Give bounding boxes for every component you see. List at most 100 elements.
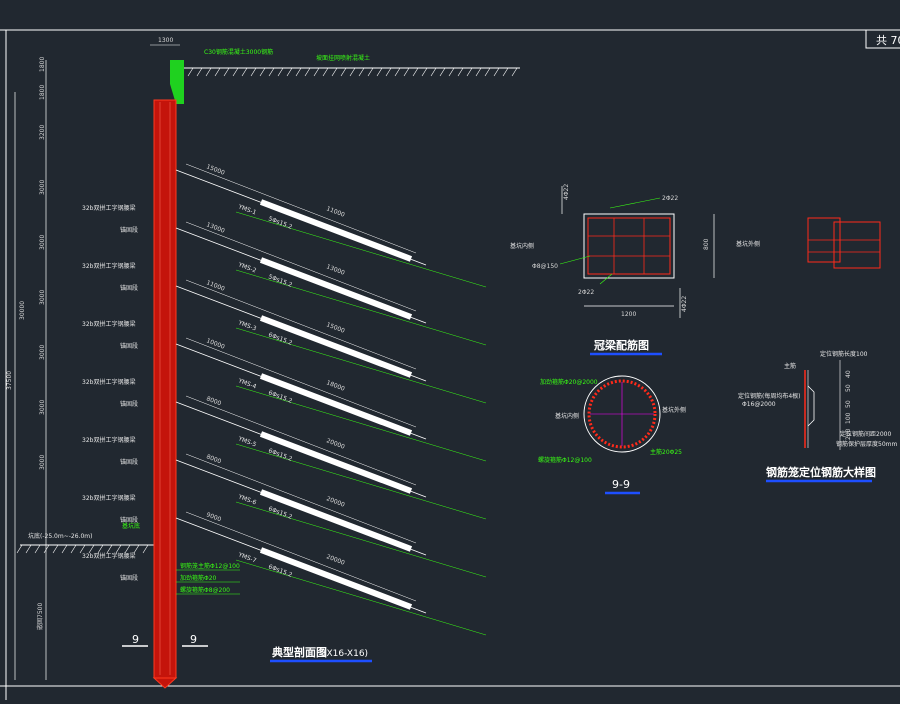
anchor-free-length: 9000 xyxy=(205,511,222,523)
pit-hatch-mark xyxy=(88,544,95,554)
pit-hatch-mark xyxy=(16,544,23,554)
anchor-dim-line xyxy=(185,163,417,254)
anchor-spec: 6Φs15.2 xyxy=(267,447,293,463)
anchor-sheath-label: 锚固段 xyxy=(120,574,138,582)
pit-hatch-mark xyxy=(124,544,131,554)
pit-hatch-mark xyxy=(52,544,59,554)
ground-note: 坡面挂网喷射混凝土 xyxy=(316,54,370,62)
ground-hatch-mark xyxy=(475,67,482,77)
anchor-length: 11000 xyxy=(325,205,345,218)
ground-hatch-mark xyxy=(457,67,464,77)
cap-note: C30钢筋混凝土3000钢筋 xyxy=(204,48,273,56)
beam-stirrup: Φ8@150 xyxy=(532,263,558,270)
pit-hatch-mark xyxy=(79,544,86,554)
anchor-dim-line xyxy=(185,337,417,428)
anchor-dim-line xyxy=(185,511,417,602)
pit-hatch-mark xyxy=(61,544,68,554)
ground-hatch-mark xyxy=(268,67,275,77)
pit-hatch-mark xyxy=(34,544,41,554)
anchor-free-length: 8000 xyxy=(205,453,222,465)
anchor-tag: YMS-5 xyxy=(236,435,257,449)
anchor-dim-line xyxy=(185,221,417,312)
anchor-waler-label: 32b双拼工字钢腰梁 xyxy=(82,378,135,386)
detail-note-right: 主筋 xyxy=(784,362,796,370)
ground-hatch-mark xyxy=(466,67,473,77)
anchor-grout-body xyxy=(259,373,413,436)
anchor-length: 15000 xyxy=(325,321,345,334)
anchor-spec: 6Φs15.2 xyxy=(267,505,293,521)
anchor-tag: YMS-3 xyxy=(236,319,257,333)
anchor-sheath-label: 锚固段 xyxy=(120,284,138,292)
ground-hatch-mark xyxy=(259,67,266,77)
left-dim-label: 3000 xyxy=(39,290,46,305)
ground-hatch-mark xyxy=(430,67,437,77)
anchor-dim-line xyxy=(185,453,417,544)
ground-hatch-mark xyxy=(394,67,401,77)
beam-bottom-bar: 2Φ22 xyxy=(578,289,594,296)
detail-dim: 50 xyxy=(845,384,852,392)
anchor-free-length: 8000 xyxy=(205,395,222,407)
beam-side-bar-2: 4Φ22 xyxy=(681,296,688,312)
cap-beam-detail xyxy=(559,186,715,318)
anchor-length: 13000 xyxy=(325,263,345,276)
left-dim-label: 3000 xyxy=(39,400,46,415)
pit-hatch-mark xyxy=(115,544,122,554)
bored-pile xyxy=(152,99,178,689)
ground-hatch-mark xyxy=(439,67,446,77)
ground-hatch-mark xyxy=(232,67,239,77)
anchor-sheath-label: 锚固段 xyxy=(120,516,138,524)
anchor-dim-line xyxy=(185,279,417,370)
detail-note-left: Φ16@2000 xyxy=(742,401,776,408)
pile-note-left: 基坑内侧 xyxy=(555,412,579,420)
ground-surface xyxy=(178,67,520,77)
anchor-sheath-label: 锚固段 xyxy=(120,400,138,408)
bottom-note: 加劲箍筋Φ20 xyxy=(180,574,217,582)
sheet-count-box xyxy=(865,29,900,49)
beam-side-detail xyxy=(807,217,881,269)
pit-hatch-mark xyxy=(43,544,50,554)
ground-hatch-mark xyxy=(484,67,491,77)
ground-hatch-mark xyxy=(349,67,356,77)
ground-hatch-mark xyxy=(403,67,410,77)
anchor-length: 20000 xyxy=(325,553,345,566)
beam-width-dim: 1200 xyxy=(621,311,636,318)
total-height-dim: 37500 xyxy=(6,371,13,390)
left-dim-label: 3000 xyxy=(39,455,46,470)
detail-dim: 200 xyxy=(845,428,852,440)
embed-height-dim: 嵌固7500 xyxy=(37,603,44,630)
section-title: 典型剖面图 xyxy=(272,645,327,659)
anchor-length: 20000 xyxy=(325,495,345,508)
pit-hatch-mark xyxy=(70,544,77,554)
ground-hatch-mark xyxy=(376,67,383,77)
ground-hatch-mark xyxy=(511,67,518,77)
ground-hatch-mark xyxy=(313,67,320,77)
pit-hatch-mark xyxy=(133,544,140,554)
anchor-sheath-label: 锚固段 xyxy=(120,226,138,234)
left-dim-label: 1800 xyxy=(39,85,46,100)
anchor-sheath-label: 锚固段 xyxy=(120,342,138,350)
anchor-free-length: 15000 xyxy=(205,163,225,176)
ground-hatch-mark xyxy=(358,67,365,77)
pit-toe-label: 坑底(-25.0m~-26.0m) xyxy=(28,532,92,540)
anchor-spec-line xyxy=(235,443,487,520)
detail-dim: 50 xyxy=(845,400,852,408)
ground-hatch-mark xyxy=(385,67,392,77)
sheet-count-label: 共 70 xyxy=(876,34,900,47)
pit-hatch-mark xyxy=(106,544,113,554)
pit-hatch-mark xyxy=(25,544,32,554)
anchor-waler-label: 32b双拼工字钢腰梁 xyxy=(82,262,135,270)
ground-hatch-mark xyxy=(196,67,203,77)
pile-section-title: 9-9 xyxy=(612,478,630,491)
anchor-grout-body xyxy=(259,199,413,262)
anchor-length: 18000 xyxy=(325,379,345,392)
anchor-tag: YMS-2 xyxy=(236,261,257,275)
anchor-spec: 6Φs15.2 xyxy=(267,331,293,347)
ground-hatch-mark xyxy=(223,67,230,77)
left-dim-label: 3000 xyxy=(39,180,46,195)
anchor-sheath-label: 锚固段 xyxy=(120,458,138,466)
detail-note-right: 钢筋保护层厚度50mm xyxy=(836,440,897,448)
